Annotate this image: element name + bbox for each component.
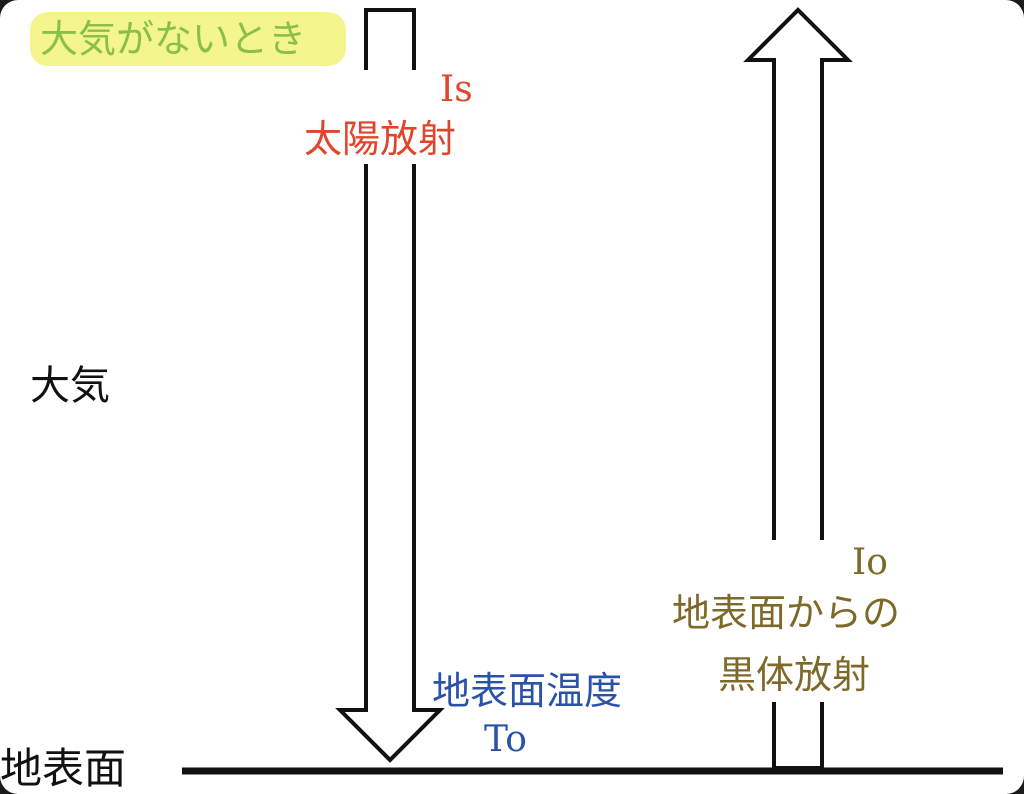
blackbody-label-backdrop	[666, 540, 936, 702]
solar-label-backdrop	[300, 70, 480, 164]
header-badge	[30, 12, 346, 66]
header-badge-text: 大気がないとき	[40, 17, 307, 61]
blackbody-label-line1: 地表面からの	[672, 591, 901, 635]
surface-temperature-label: 地表面温度	[432, 669, 623, 713]
surface-temperature-symbol: To	[484, 719, 527, 760]
blackbody-symbol: Io	[852, 542, 888, 583]
atmosphere-label: 大気	[30, 363, 110, 409]
blackbody-label-line2: 黒体放射	[718, 653, 871, 697]
solar-symbol: Is	[440, 69, 473, 110]
solar-label: 太陽放射	[304, 117, 457, 161]
ground-label: 地表面	[0, 744, 127, 793]
